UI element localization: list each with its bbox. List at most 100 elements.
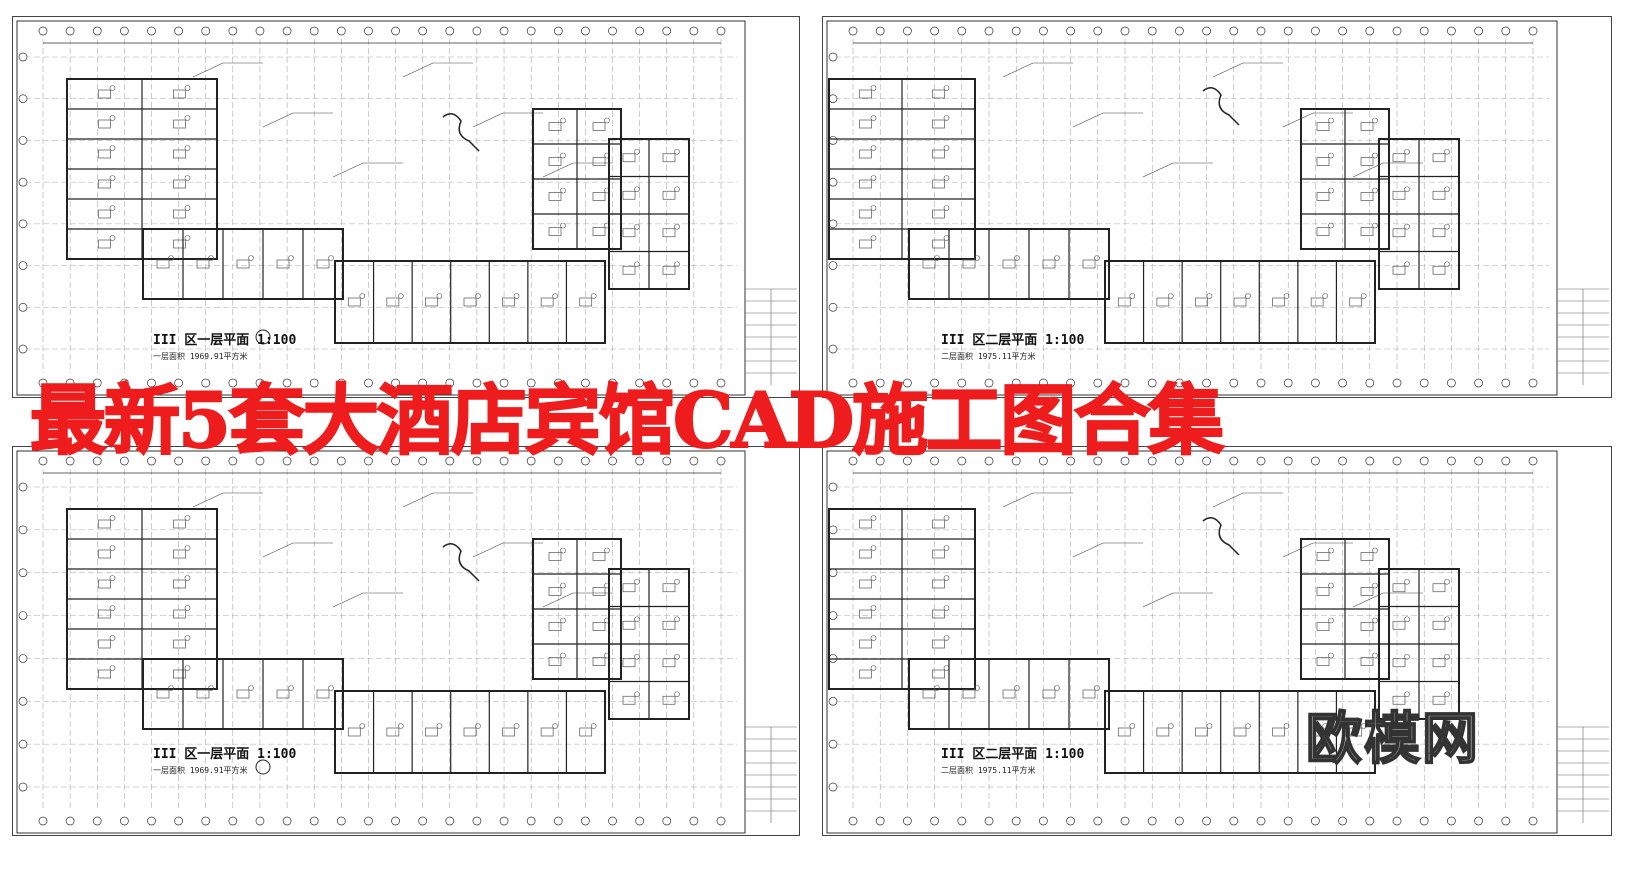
axis-bubble xyxy=(1039,816,1048,826)
axis-bubble xyxy=(957,816,967,826)
furniture-fixture xyxy=(184,635,191,641)
furniture-fixture xyxy=(674,261,680,268)
furniture-fixture xyxy=(634,148,640,155)
axis-bubble xyxy=(828,344,838,354)
axis-bubble xyxy=(716,816,726,826)
south-corridor-rooms-2 xyxy=(1104,690,1376,774)
axis-bubble xyxy=(201,378,211,388)
annotation-leader xyxy=(1072,542,1104,558)
furniture-fixture xyxy=(1372,547,1378,554)
furniture-fixture xyxy=(1328,222,1334,229)
axis-bubble xyxy=(1338,26,1347,36)
furniture-bed xyxy=(540,727,554,737)
furniture-bed xyxy=(1316,622,1330,631)
axis-bubble xyxy=(228,816,238,826)
furniture-fixture xyxy=(1014,685,1020,691)
axis-bubble xyxy=(1528,456,1538,466)
furniture-fixture xyxy=(1404,223,1410,230)
axis-bubble xyxy=(1447,26,1456,36)
axis-bubble xyxy=(201,816,211,826)
axis-bubble xyxy=(174,456,183,466)
axis-bubble xyxy=(1447,456,1456,466)
furniture-fixture xyxy=(1014,255,1020,261)
furniture-bed xyxy=(173,239,186,249)
landscape-feature xyxy=(442,113,480,152)
furniture-bed xyxy=(622,153,636,163)
furniture-fixture xyxy=(552,723,558,729)
axis-bubble xyxy=(608,378,617,388)
axis-bubble xyxy=(1365,378,1375,388)
annotation-leader xyxy=(1352,162,1384,178)
furniture-bed xyxy=(156,259,170,269)
axis-bubble xyxy=(984,816,994,826)
furniture-bed xyxy=(622,190,636,200)
axis-bubble xyxy=(984,456,994,466)
axis-bubble xyxy=(930,26,939,36)
axis-bubble xyxy=(930,456,939,466)
furniture-bed xyxy=(1360,157,1374,166)
furniture-fixture xyxy=(943,115,950,121)
furniture-bed xyxy=(1360,622,1374,631)
furniture-bed xyxy=(425,727,438,737)
axis-bubble xyxy=(1365,26,1375,36)
furniture-bed xyxy=(1349,297,1363,307)
axis-bubble xyxy=(581,456,590,466)
furniture-fixture xyxy=(870,575,877,581)
furniture-fixture xyxy=(634,616,640,623)
furniture-fixture xyxy=(1328,652,1334,659)
axis-bubble xyxy=(472,378,482,388)
furniture-fixture xyxy=(1444,578,1450,585)
furniture-bed xyxy=(548,587,562,596)
furniture-bed xyxy=(173,609,186,619)
furniture-fixture xyxy=(184,605,191,611)
south-corridor-rooms-1 xyxy=(908,658,1110,730)
axis-bubble xyxy=(282,816,292,826)
furniture-bed xyxy=(98,119,111,129)
furniture-bed xyxy=(962,259,976,269)
furniture-fixture xyxy=(1444,653,1450,660)
furniture-fixture xyxy=(109,235,116,241)
axis-bubble xyxy=(336,456,346,466)
axis-bubble xyxy=(282,26,292,36)
axis-bubble xyxy=(1175,378,1184,388)
furniture-bed xyxy=(98,149,111,159)
furniture-bed xyxy=(98,179,111,189)
furniture-bed xyxy=(173,179,186,189)
furniture-bed xyxy=(859,669,872,679)
axis-bubble xyxy=(18,568,28,578)
drawing-sheet-4: III 区二层平面 1:100 二层面积 1975.11平方米 xyxy=(822,446,1612,836)
axis-bubble xyxy=(499,26,509,36)
axis-bubble xyxy=(1093,378,1103,388)
axis-bubble xyxy=(18,344,28,354)
furniture-bed xyxy=(859,239,872,249)
furniture-bed xyxy=(662,583,676,593)
axis-bubble xyxy=(65,26,75,36)
axis-bubble xyxy=(1338,378,1347,388)
axis-bubble xyxy=(1283,816,1293,826)
furniture-bed xyxy=(540,297,554,307)
furniture-fixture xyxy=(552,293,558,299)
axis-bubble xyxy=(18,94,28,104)
furniture-bed xyxy=(1272,727,1285,737)
furniture-bed xyxy=(1310,297,1324,307)
axis-bubble xyxy=(608,456,617,466)
furniture-fixture xyxy=(1444,616,1450,623)
axis-bubble xyxy=(1419,378,1429,388)
furniture-fixture xyxy=(109,635,116,641)
floor-plan-drawing xyxy=(826,450,1609,834)
axis-bubble xyxy=(689,816,699,826)
drawing-sheet-1: III 区一层平面 1:100 一层面积 1969.91平方米 xyxy=(12,16,800,398)
axis-bubble xyxy=(255,378,265,388)
furniture-bed xyxy=(622,695,636,705)
axis-bubble xyxy=(1474,26,1483,36)
axis-bubble xyxy=(309,26,319,36)
furniture-fixture xyxy=(1245,723,1251,729)
annotation-leader xyxy=(332,162,364,178)
axis-bubble xyxy=(282,378,292,388)
floor-plan-drawing xyxy=(16,20,797,396)
furniture-bed xyxy=(98,519,111,529)
axis-bubble xyxy=(1147,26,1157,36)
furniture-bed xyxy=(859,119,872,129)
furniture-fixture xyxy=(1328,617,1334,624)
axis-bubble xyxy=(1338,816,1347,826)
